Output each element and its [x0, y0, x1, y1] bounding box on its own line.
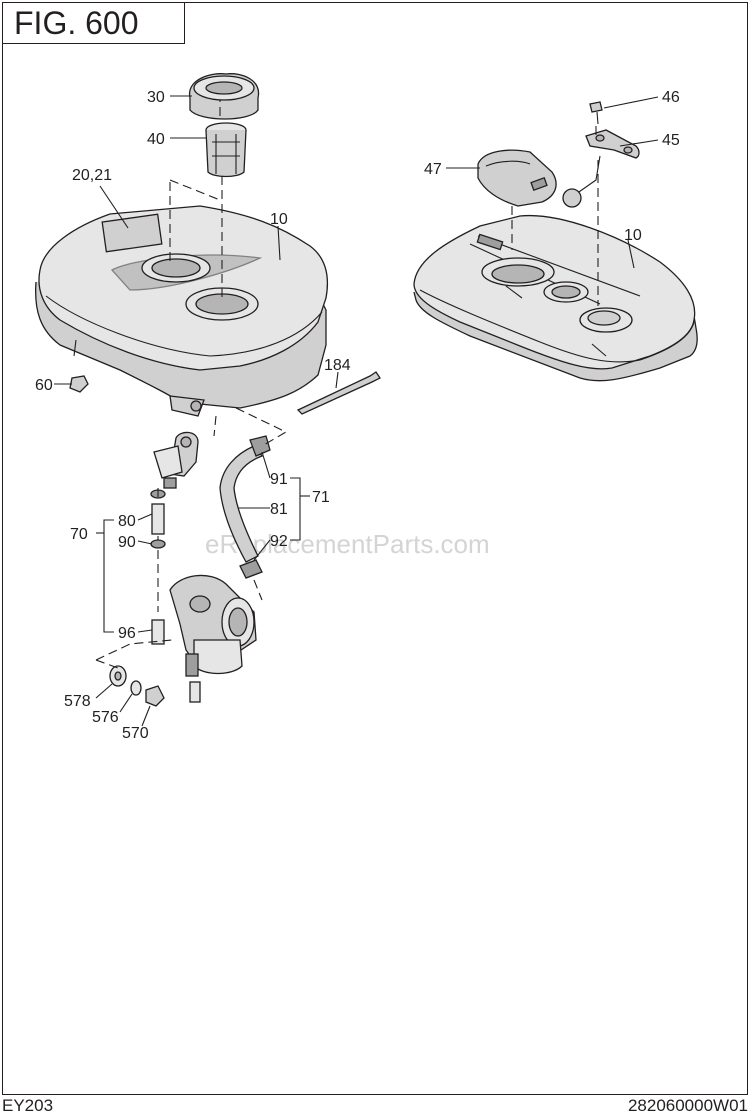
cable-tie — [296, 371, 381, 415]
callout-47: 47 — [424, 161, 442, 178]
hose-clip-upper — [249, 435, 271, 457]
document-number: 282060000W01 — [627, 1096, 748, 1115]
fuel-strainer — [205, 122, 247, 178]
callout-80: 80 — [118, 513, 136, 530]
fuel-hose — [219, 445, 264, 563]
callout-91: 91 — [270, 471, 288, 488]
fuel-clip-90 — [150, 539, 166, 549]
callout-70: 70 — [70, 526, 88, 543]
hose-clip-lower — [239, 559, 263, 579]
figure-title: FIG. 600 — [2, 2, 185, 44]
callout-71: 71 — [312, 489, 330, 506]
fuel-cap — [189, 73, 260, 120]
callout-576: 576 — [92, 709, 119, 726]
callout-570: 570 — [122, 725, 149, 742]
callout-81: 81 — [270, 501, 288, 518]
callout-40: 40 — [147, 131, 165, 148]
nut-570 — [145, 685, 165, 707]
washer-576 — [130, 680, 142, 696]
callout-10-left: 10 — [270, 211, 288, 228]
callout-90: 90 — [118, 534, 136, 551]
callout-96: 96 — [118, 625, 136, 642]
fuel-gauge — [562, 129, 640, 208]
callout-30: 30 — [147, 89, 165, 106]
fuel-tank-left — [34, 205, 329, 417]
drain-nut — [69, 375, 89, 393]
washer-578 — [109, 665, 127, 687]
callout-184: 184 — [324, 357, 351, 374]
leader-lines — [54, 95, 659, 727]
callout-46: 46 — [662, 89, 680, 106]
callout-45: 45 — [662, 132, 680, 149]
screw — [589, 101, 603, 125]
fuel-cock — [153, 431, 199, 489]
assembly-lines — [95, 100, 599, 669]
model-label: EY203 — [2, 1096, 54, 1115]
callout-60: 60 — [35, 377, 53, 394]
carburetor — [169, 574, 257, 703]
callout-578: 578 — [64, 693, 91, 710]
callout-92: 92 — [270, 533, 288, 550]
pipe-96 — [151, 619, 165, 645]
fuel-tank-right — [413, 214, 698, 382]
callout-10-right: 10 — [624, 227, 642, 244]
callout-20-21: 20,21 — [72, 167, 112, 184]
drawing-frame — [2, 2, 748, 1095]
cover-plate — [477, 149, 557, 207]
